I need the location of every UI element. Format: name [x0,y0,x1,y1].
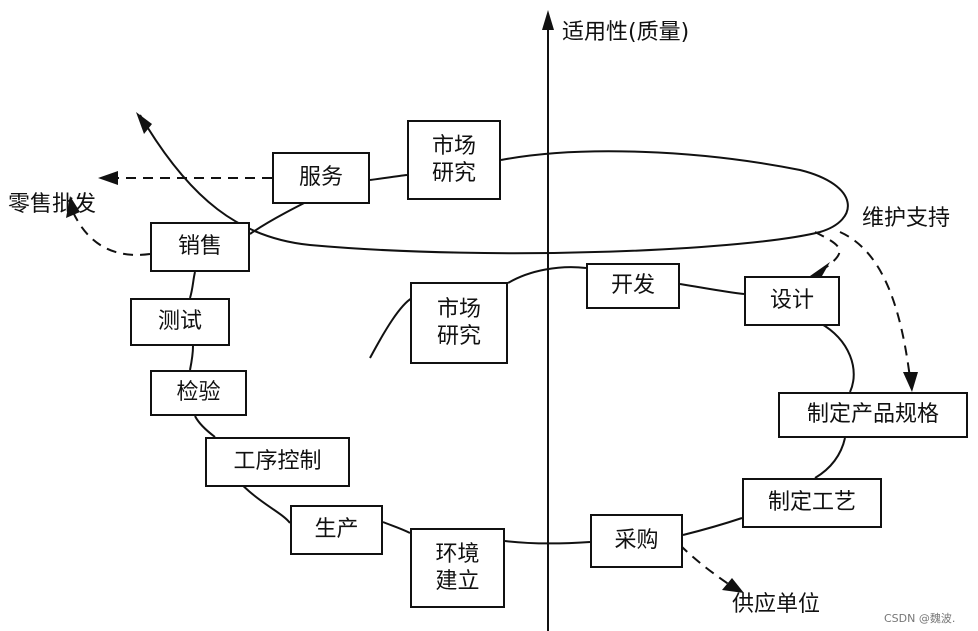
step-market-research-lower: 市场 研究 [410,282,508,364]
step-market-research-upper: 市场 研究 [407,120,501,200]
step-process-planning: 制定工艺 [742,478,882,528]
retail-wholesale-label: 零售批发 [8,192,97,217]
spiral-arrowhead [136,112,152,134]
step-production: 生产 [290,505,383,555]
watermark: CSDN @魏波. [884,612,956,625]
retail-curve-arrowhead [66,196,80,218]
quality-axis-arrowhead [542,10,554,30]
maintenance-support-label: 维护支持 [862,206,951,231]
step-process-control: 工序控制 [205,437,350,487]
design-arrowhead [810,262,830,276]
spiral-curve [139,114,855,545]
step-product-spec: 制定产品规格 [778,392,968,438]
retail-arrowhead [98,171,118,185]
quality-axis-label: 适用性(质量) [562,20,690,45]
supplier-label: 供应单位 [732,592,821,617]
step-procurement: 采购 [590,514,683,568]
step-testing: 测试 [130,298,230,346]
step-development: 开发 [586,263,680,309]
supplier-arrowhead [722,578,744,593]
spec-arrowhead [903,372,918,392]
step-design: 设计 [744,276,840,326]
step-environment: 环境 建立 [410,528,505,608]
step-service: 服务 [272,152,370,204]
step-inspection: 检验 [150,370,247,416]
dashed-arrows [71,177,911,586]
step-sales: 销售 [150,222,250,272]
